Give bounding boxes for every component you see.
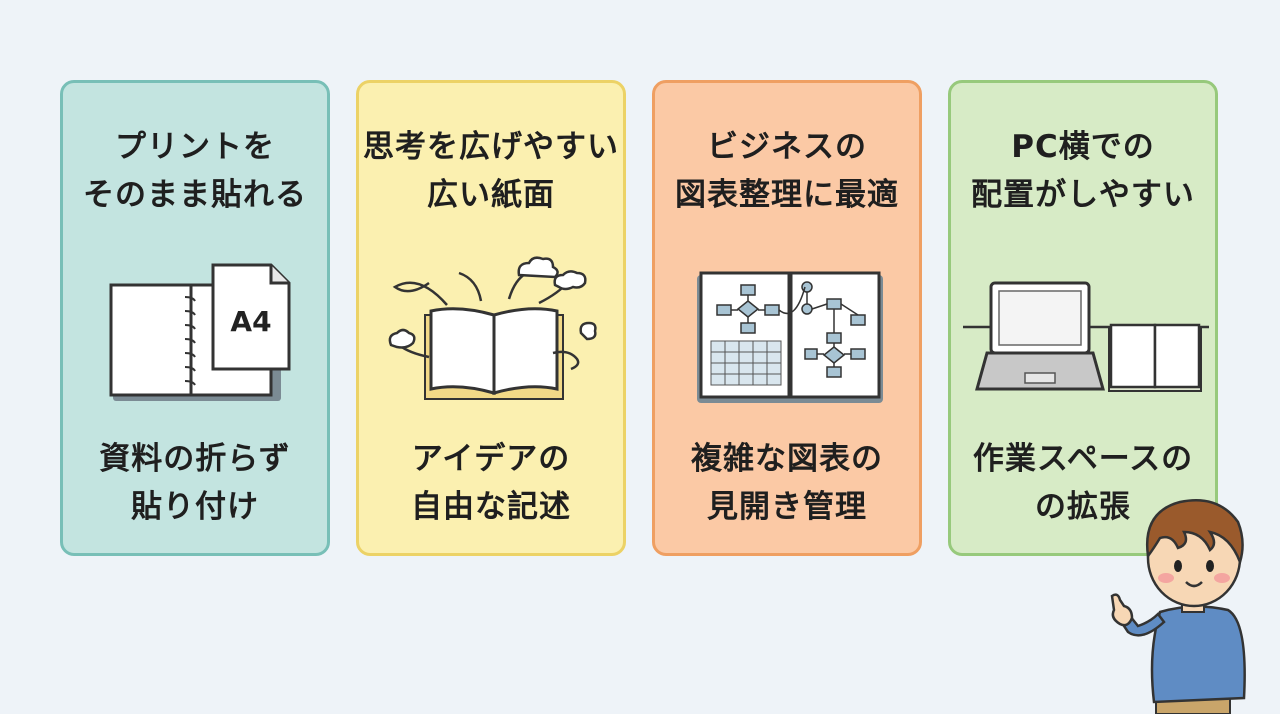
feature-card-pc-side: PC横での 配置がしやすい 作業スペースの の拡張: [948, 80, 1218, 556]
feature-card-print: プリントを そのまま貼れる A4 資料の折らず 貼り付け: [60, 80, 330, 556]
feature-card-wide-paper: 思考を広げやすい 広い紙面 アイデアの 自由な記述: [356, 80, 626, 556]
feature-card-business-charts: ビジネスの 図表整理に最適: [652, 80, 922, 556]
card-caption: 作業スペースの の拡張: [972, 441, 1194, 525]
notebook-with-flowcharts-icon: [697, 271, 883, 403]
a4-label: A4: [230, 305, 271, 338]
card-caption: 資料の折らず 貼り付け: [99, 441, 291, 525]
card-title: 思考を広げやすい 広い紙面: [363, 129, 619, 213]
card-caption: アイデアの 自由な記述: [411, 441, 571, 525]
card-title: ビジネスの 図表整理に最適: [675, 129, 899, 213]
card-title: プリントを そのまま貼れる: [83, 129, 307, 213]
laptop-beside-notebook-icon: [963, 281, 1209, 392]
binder-with-a4-sheet-icon: A4: [109, 263, 291, 401]
pointing-boy-icon: [1110, 498, 1246, 714]
open-notebook-with-clouds-icon: [388, 256, 597, 400]
card-title: PC横での 配置がしやすい: [971, 129, 1195, 213]
card-caption: 複雑な図表の 見開き管理: [691, 441, 883, 525]
